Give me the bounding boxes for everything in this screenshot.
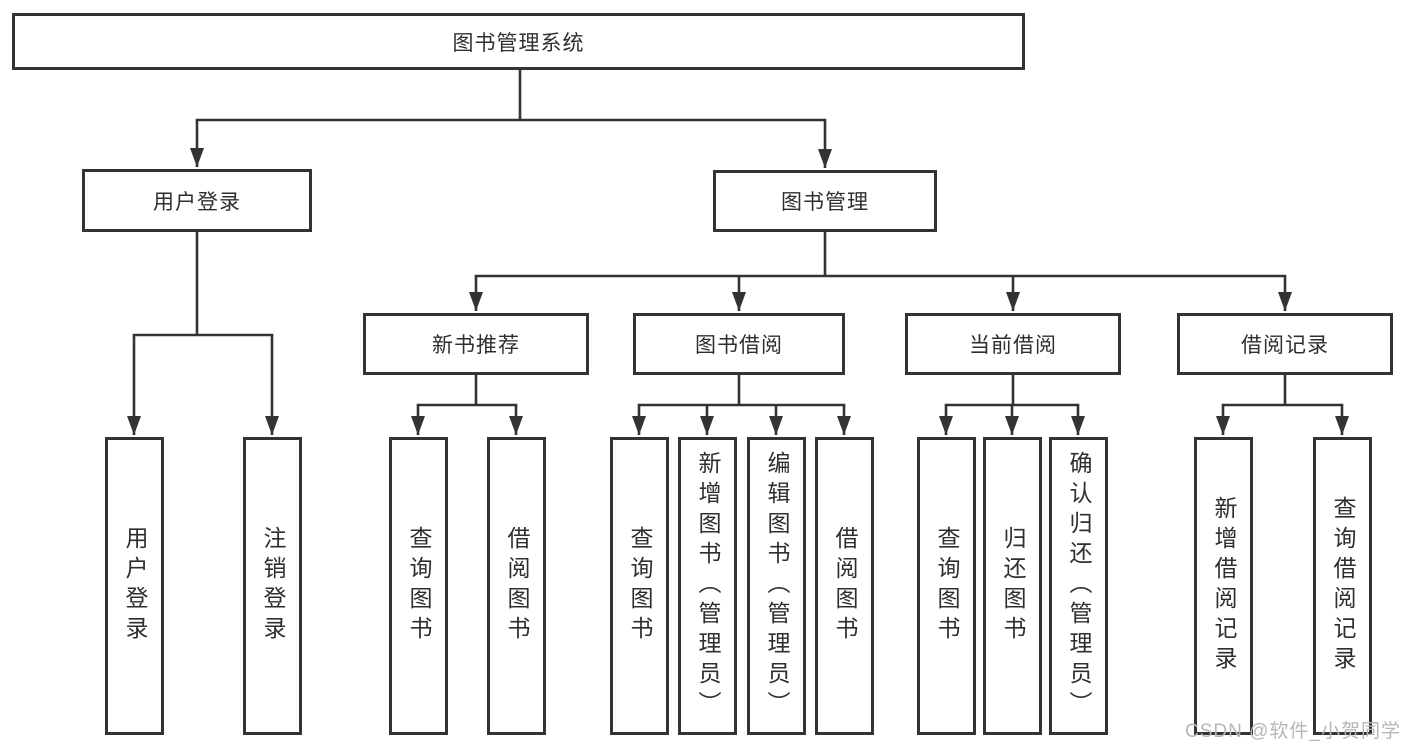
node-current-borrow-label: 当前借阅	[969, 334, 1057, 357]
leaf-cb-query-book: 查询图书	[917, 437, 976, 735]
node-user-login-label: 用户登录	[153, 190, 241, 214]
connector-user-login-children	[127, 232, 279, 435]
node-root: 图书管理系统	[12, 13, 1025, 70]
leaf-nbr-borrow-book: 借阅图书	[487, 437, 546, 735]
connector-book-borrow-children	[632, 375, 851, 435]
node-root-label: 图书管理系统	[452, 31, 585, 55]
leaf-user-login-label: 用户登录	[122, 526, 148, 646]
node-current-borrow: 当前借阅	[905, 313, 1121, 375]
connector-new-book-rec-children	[411, 375, 523, 435]
leaf-br-add-record-label: 新增借阅记录	[1211, 496, 1237, 676]
leaf-cb-confirm-return-label: 确认归还（管理员）	[1066, 451, 1092, 721]
leaf-bb-add-book: 新增图书（管理员）	[678, 437, 737, 735]
connector-root-children	[190, 70, 832, 168]
node-book-mgmt-label: 图书管理	[781, 191, 869, 214]
node-new-book-rec: 新书推荐	[363, 313, 589, 375]
leaf-logout: 注销登录	[243, 437, 302, 735]
leaf-br-add-record: 新增借阅记录	[1194, 437, 1253, 735]
leaf-nbr-query-book-label: 查询图书	[406, 526, 432, 646]
node-borrow-records: 借阅记录	[1177, 313, 1393, 375]
node-borrow-records-label: 借阅记录	[1241, 334, 1329, 357]
node-new-book-rec-label: 新书推荐	[432, 334, 520, 357]
connector-book-mgmt-children	[469, 232, 1292, 311]
leaf-cb-confirm-return: 确认归还（管理员）	[1049, 437, 1108, 735]
leaf-bb-borrow-book-label: 借阅图书	[832, 526, 858, 646]
leaf-bb-query-book-label: 查询图书	[627, 526, 653, 646]
node-book-borrow-label: 图书借阅	[695, 334, 783, 357]
leaf-user-login: 用户登录	[105, 437, 164, 735]
leaf-bb-edit-book-label: 编辑图书（管理员）	[764, 451, 790, 721]
leaf-bb-query-book: 查询图书	[610, 437, 669, 735]
csdn-watermark: CSDN @软件_小贺同学	[1185, 721, 1401, 742]
node-book-mgmt: 图书管理	[713, 170, 937, 232]
leaf-bb-add-book-label: 新增图书（管理员）	[695, 451, 721, 721]
node-book-borrow: 图书借阅	[633, 313, 845, 375]
leaf-bb-borrow-book: 借阅图书	[815, 437, 874, 735]
leaf-cb-return-book: 归还图书	[983, 437, 1042, 735]
leaf-logout-label: 注销登录	[260, 526, 286, 646]
connector-current-borrow-children	[939, 375, 1085, 435]
leaf-br-query-record-label: 查询借阅记录	[1330, 496, 1356, 676]
leaf-br-query-record: 查询借阅记录	[1313, 437, 1372, 735]
node-user-login: 用户登录	[82, 169, 312, 232]
leaf-cb-return-book-label: 归还图书	[1000, 526, 1026, 646]
leaf-nbr-query-book: 查询图书	[389, 437, 448, 735]
leaf-cb-query-book-label: 查询图书	[934, 526, 960, 646]
leaf-bb-edit-book: 编辑图书（管理员）	[747, 437, 806, 735]
leaf-nbr-borrow-book-label: 借阅图书	[504, 526, 530, 646]
connector-borrow-records-children	[1216, 375, 1349, 435]
